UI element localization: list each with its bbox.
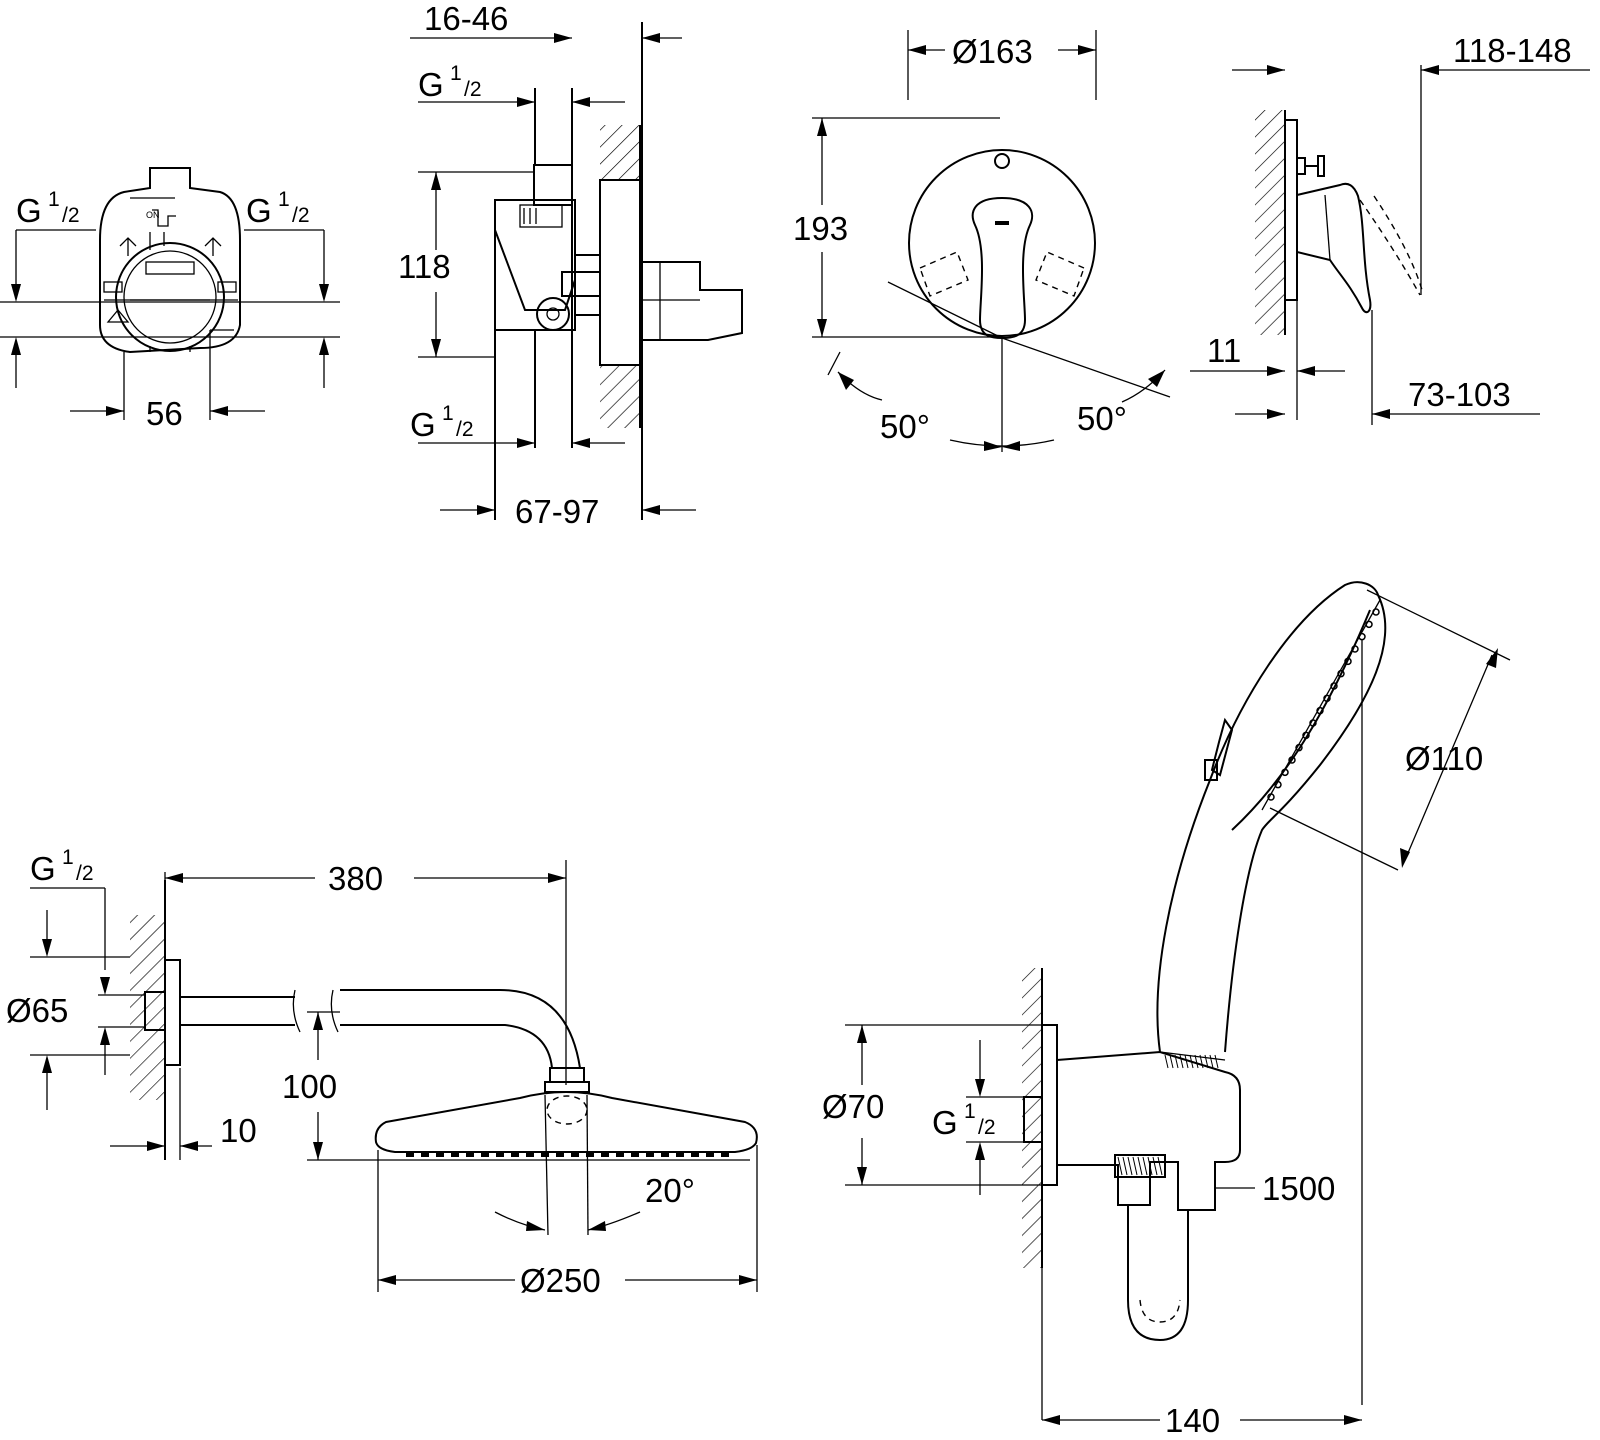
dim-arm-length: 380 <box>328 860 383 897</box>
svg-text:/2: /2 <box>76 862 94 885</box>
dim-install-depth: 67-97 <box>515 493 599 530</box>
cover-plate-side-view <box>1190 65 1590 425</box>
svg-text:G: G <box>30 850 56 887</box>
dim-plate-height: 193 <box>793 210 848 247</box>
svg-text:G: G <box>418 66 444 103</box>
thread-label-left: G 1 /2 <box>16 188 80 229</box>
cover-plate-front-view <box>812 30 1171 452</box>
dim-plate-thickness: 11 <box>1207 332 1241 369</box>
dim-flange-diameter: Ø65 <box>6 992 68 1029</box>
dim-hose-length: 1500 <box>1262 1170 1335 1207</box>
valve-front-view: ON <box>0 167 340 420</box>
svg-text:/2: /2 <box>978 1116 996 1139</box>
svg-text:1: 1 <box>278 188 290 211</box>
svg-text:G: G <box>410 406 436 443</box>
svg-text:/2: /2 <box>464 78 482 101</box>
thread-label-bottom: G 1 /2 <box>410 402 474 443</box>
svg-text:1: 1 <box>62 846 74 869</box>
dim-outlet-depth: 140 <box>1165 1402 1220 1439</box>
thread-label-right: G 1 /2 <box>246 188 310 229</box>
svg-text:G: G <box>932 1104 958 1141</box>
angle-left: 50° <box>880 408 930 445</box>
dim-valve-height: 118 <box>398 248 451 285</box>
dim-valve-width: 56 <box>146 395 183 432</box>
hand-shower-knurl <box>1117 1054 1219 1176</box>
dim-tilt-angle: 20° <box>645 1172 695 1209</box>
svg-text:/2: /2 <box>292 204 310 227</box>
head-shower-view <box>30 860 758 1292</box>
svg-text:1: 1 <box>450 62 462 85</box>
valve-side-view <box>410 22 743 520</box>
svg-text:G: G <box>246 192 272 229</box>
dim-lever-depth: 73-103 <box>1408 376 1511 413</box>
thread-label-outlet: G 1 /2 <box>932 1100 996 1141</box>
svg-text:ON: ON <box>146 210 160 220</box>
dim-outlet-diameter: Ø70 <box>822 1088 884 1125</box>
dim-wall-depth: 16-46 <box>424 0 508 37</box>
thread-label-top: G 1 /2 <box>418 62 482 103</box>
dim-flange-thickness: 10 <box>220 1112 257 1149</box>
svg-text:/2: /2 <box>62 204 80 227</box>
hand-shower-view <box>845 581 1511 1425</box>
dim-hand-head-diameter: Ø110 <box>1405 740 1483 777</box>
dim-drop: 100 <box>282 1068 337 1105</box>
thread-label-arm: G 1 /2 <box>30 846 94 887</box>
dim-head-diameter: Ø250 <box>520 1262 601 1299</box>
svg-text:G: G <box>16 192 42 229</box>
svg-text:1: 1 <box>442 402 454 425</box>
dim-projection: 118-148 <box>1453 32 1572 69</box>
svg-text:1: 1 <box>964 1100 976 1123</box>
svg-text:1: 1 <box>48 188 60 211</box>
svg-text:/2: /2 <box>456 418 474 441</box>
angle-right: 50° <box>1077 400 1127 437</box>
dim-plate-diameter: Ø163 <box>952 33 1033 70</box>
